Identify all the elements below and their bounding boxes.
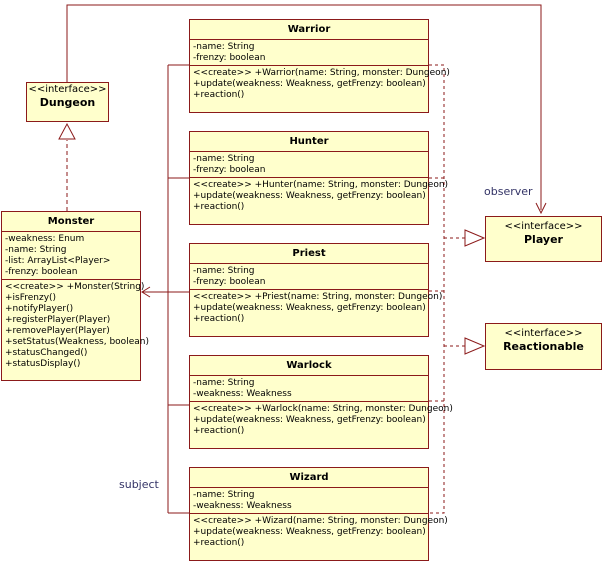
methods-section: <<create>> +Warrior(name: String, monste… <box>190 66 450 102</box>
method: +update(weakness: Weakness, getFrenzy: b… <box>193 527 426 537</box>
class-priest[interactable]: Priest -name: String -frenzy: boolean <<… <box>189 243 443 337</box>
class-wizard[interactable]: Wizard -name: String -weakness: Weakness… <box>189 467 448 561</box>
method: +update(weakness: Weakness, getFrenzy: b… <box>193 191 426 201</box>
subject-label: subject <box>119 478 159 491</box>
methods-section: <<create>> +Wizard(name: String, monster… <box>190 514 448 550</box>
method: +notifyPlayer() <box>5 304 74 314</box>
method: +update(weakness: Weakness, getFrenzy: b… <box>193 415 426 425</box>
attribute: -frenzy: boolean <box>193 277 266 287</box>
realization-triangle-dungeon <box>58 122 76 140</box>
class-name: Monster <box>2 212 140 232</box>
attribute: -list: ArrayList<Player> <box>5 256 111 266</box>
arrowhead-monster <box>141 286 151 298</box>
attributes-section: -name: String -frenzy: boolean <box>190 40 428 66</box>
method: +reaction() <box>193 90 245 100</box>
arrowhead-player <box>535 202 547 215</box>
methods-section: <<create>> +Warlock(name: String, monste… <box>190 402 453 438</box>
realization-triangle-player <box>464 229 486 247</box>
interface-reactionable[interactable]: <<interface>> Reactionable <box>485 323 602 370</box>
interface-player[interactable]: <<interface>> Player <box>485 216 602 262</box>
interface-name: Dungeon <box>39 96 96 109</box>
method: +reaction() <box>193 314 245 324</box>
stereotype-label: <<interface>> <box>504 328 583 339</box>
class-name: Warrior <box>190 20 428 40</box>
methods-section: <<create>> +Priest(name: String, monster… <box>190 290 443 326</box>
attribute: -weakness: Enum <box>5 234 85 244</box>
attribute: -name: String <box>193 378 255 388</box>
attribute: -name: String <box>193 154 255 164</box>
method: +reaction() <box>193 538 245 548</box>
realization-triangle-reactionable <box>464 337 486 355</box>
observer-label: observer <box>484 185 533 198</box>
attribute: -name: String <box>193 490 255 500</box>
class-name: Warlock <box>190 356 428 376</box>
attribute: -frenzy: boolean <box>193 165 266 175</box>
stereotype-label: <<interface>> <box>28 84 107 95</box>
method: +statusChanged() <box>5 348 88 358</box>
method: +reaction() <box>193 426 245 436</box>
class-warrior[interactable]: Warrior -name: String -frenzy: boolean <… <box>189 19 450 113</box>
method: <<create>> +Hunter(name: String, monster… <box>193 180 449 190</box>
class-hunter[interactable]: Hunter -name: String -frenzy: boolean <<… <box>189 131 449 225</box>
interface-dungeon[interactable]: <<interface>> Dungeon <box>26 82 109 122</box>
attribute: -frenzy: boolean <box>5 267 78 277</box>
attribute: -weakness: Weakness <box>193 389 292 399</box>
method: +removePlayer(Player) <box>5 326 110 336</box>
interface-name: Reactionable <box>503 340 584 353</box>
method: +update(weakness: Weakness, getFrenzy: b… <box>193 79 426 89</box>
methods-section: <<create>> +Hunter(name: String, monster… <box>190 178 449 214</box>
method: <<create>> +Warrior(name: String, monste… <box>193 68 450 78</box>
attributes-section: -name: String -frenzy: boolean <box>190 264 428 290</box>
attribute: -name: String <box>5 245 67 255</box>
class-name: Wizard <box>190 468 428 488</box>
attribute: -frenzy: boolean <box>193 53 266 63</box>
attributes-section: -name: String -frenzy: boolean <box>190 152 428 178</box>
attribute: -weakness: Weakness <box>193 501 292 511</box>
class-warlock[interactable]: Warlock -name: String -weakness: Weaknes… <box>189 355 453 449</box>
class-name: Hunter <box>190 132 428 152</box>
stereotype-label: <<interface>> <box>504 221 583 232</box>
realization-warrior <box>429 64 445 514</box>
method: +registerPlayer(Player) <box>5 315 111 325</box>
method: +update(weakness: Weakness, getFrenzy: b… <box>193 303 426 313</box>
class-name: Priest <box>190 244 428 264</box>
method: <<create>> +Wizard(name: String, monster… <box>193 516 448 526</box>
attributes-section: -name: String -weakness: Weakness <box>190 488 428 514</box>
method: +setStatus(Weakness, boolean) <box>5 337 149 347</box>
methods-section: <<create>> +Monster(String) +isFrenzy() … <box>2 280 149 371</box>
method: +reaction() <box>193 202 245 212</box>
method: <<create>> +Monster(String) <box>5 282 145 292</box>
method: +isFrenzy() <box>5 293 57 303</box>
interface-name: Player <box>524 233 563 246</box>
attribute: -name: String <box>193 266 255 276</box>
method: <<create>> +Warlock(name: String, monste… <box>193 404 453 414</box>
method: <<create>> +Priest(name: String, monster… <box>193 292 443 302</box>
attribute: -name: String <box>193 42 255 52</box>
class-monster[interactable]: Monster -weakness: Enum -name: String -l… <box>1 211 149 381</box>
attributes-section: -weakness: Enum -name: String -list: Arr… <box>2 232 140 280</box>
association-dungeon-player <box>66 4 542 210</box>
attributes-section: -name: String -weakness: Weakness <box>190 376 428 402</box>
method: +statusDisplay() <box>5 359 81 369</box>
